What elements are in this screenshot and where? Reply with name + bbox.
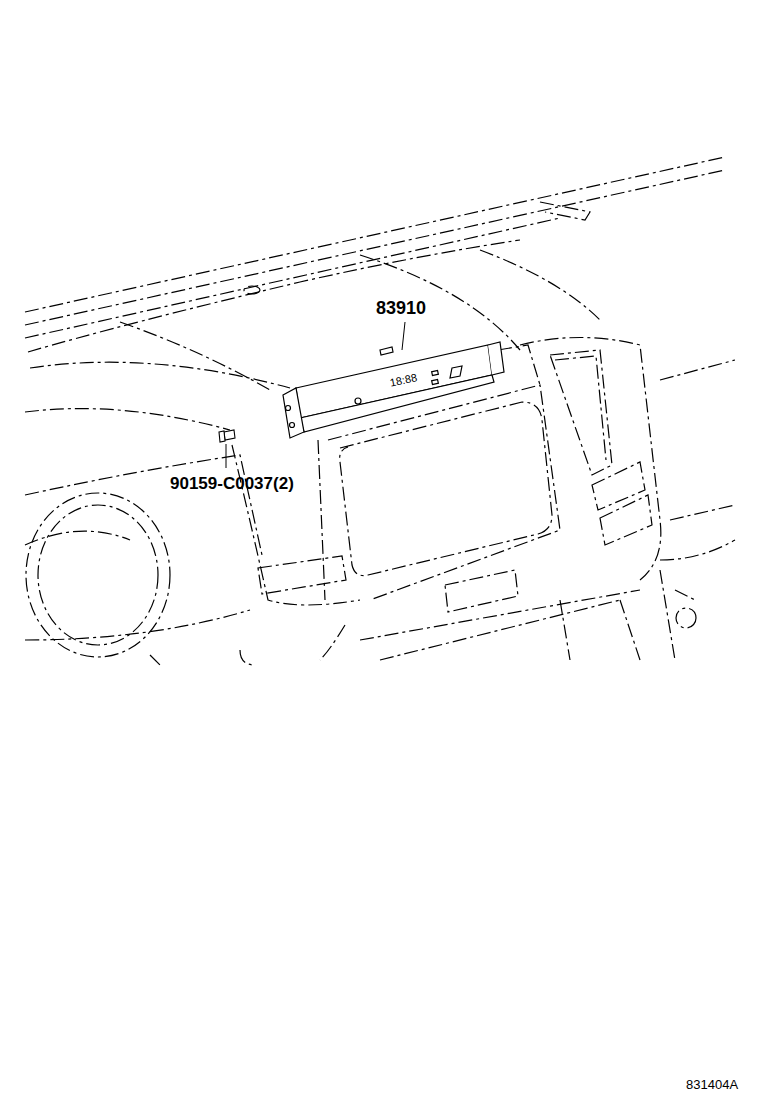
- figure-code: 831404A: [686, 1078, 738, 1091]
- part-number: 83910: [376, 299, 426, 317]
- part-number: 90159-C0037(2): [170, 475, 294, 492]
